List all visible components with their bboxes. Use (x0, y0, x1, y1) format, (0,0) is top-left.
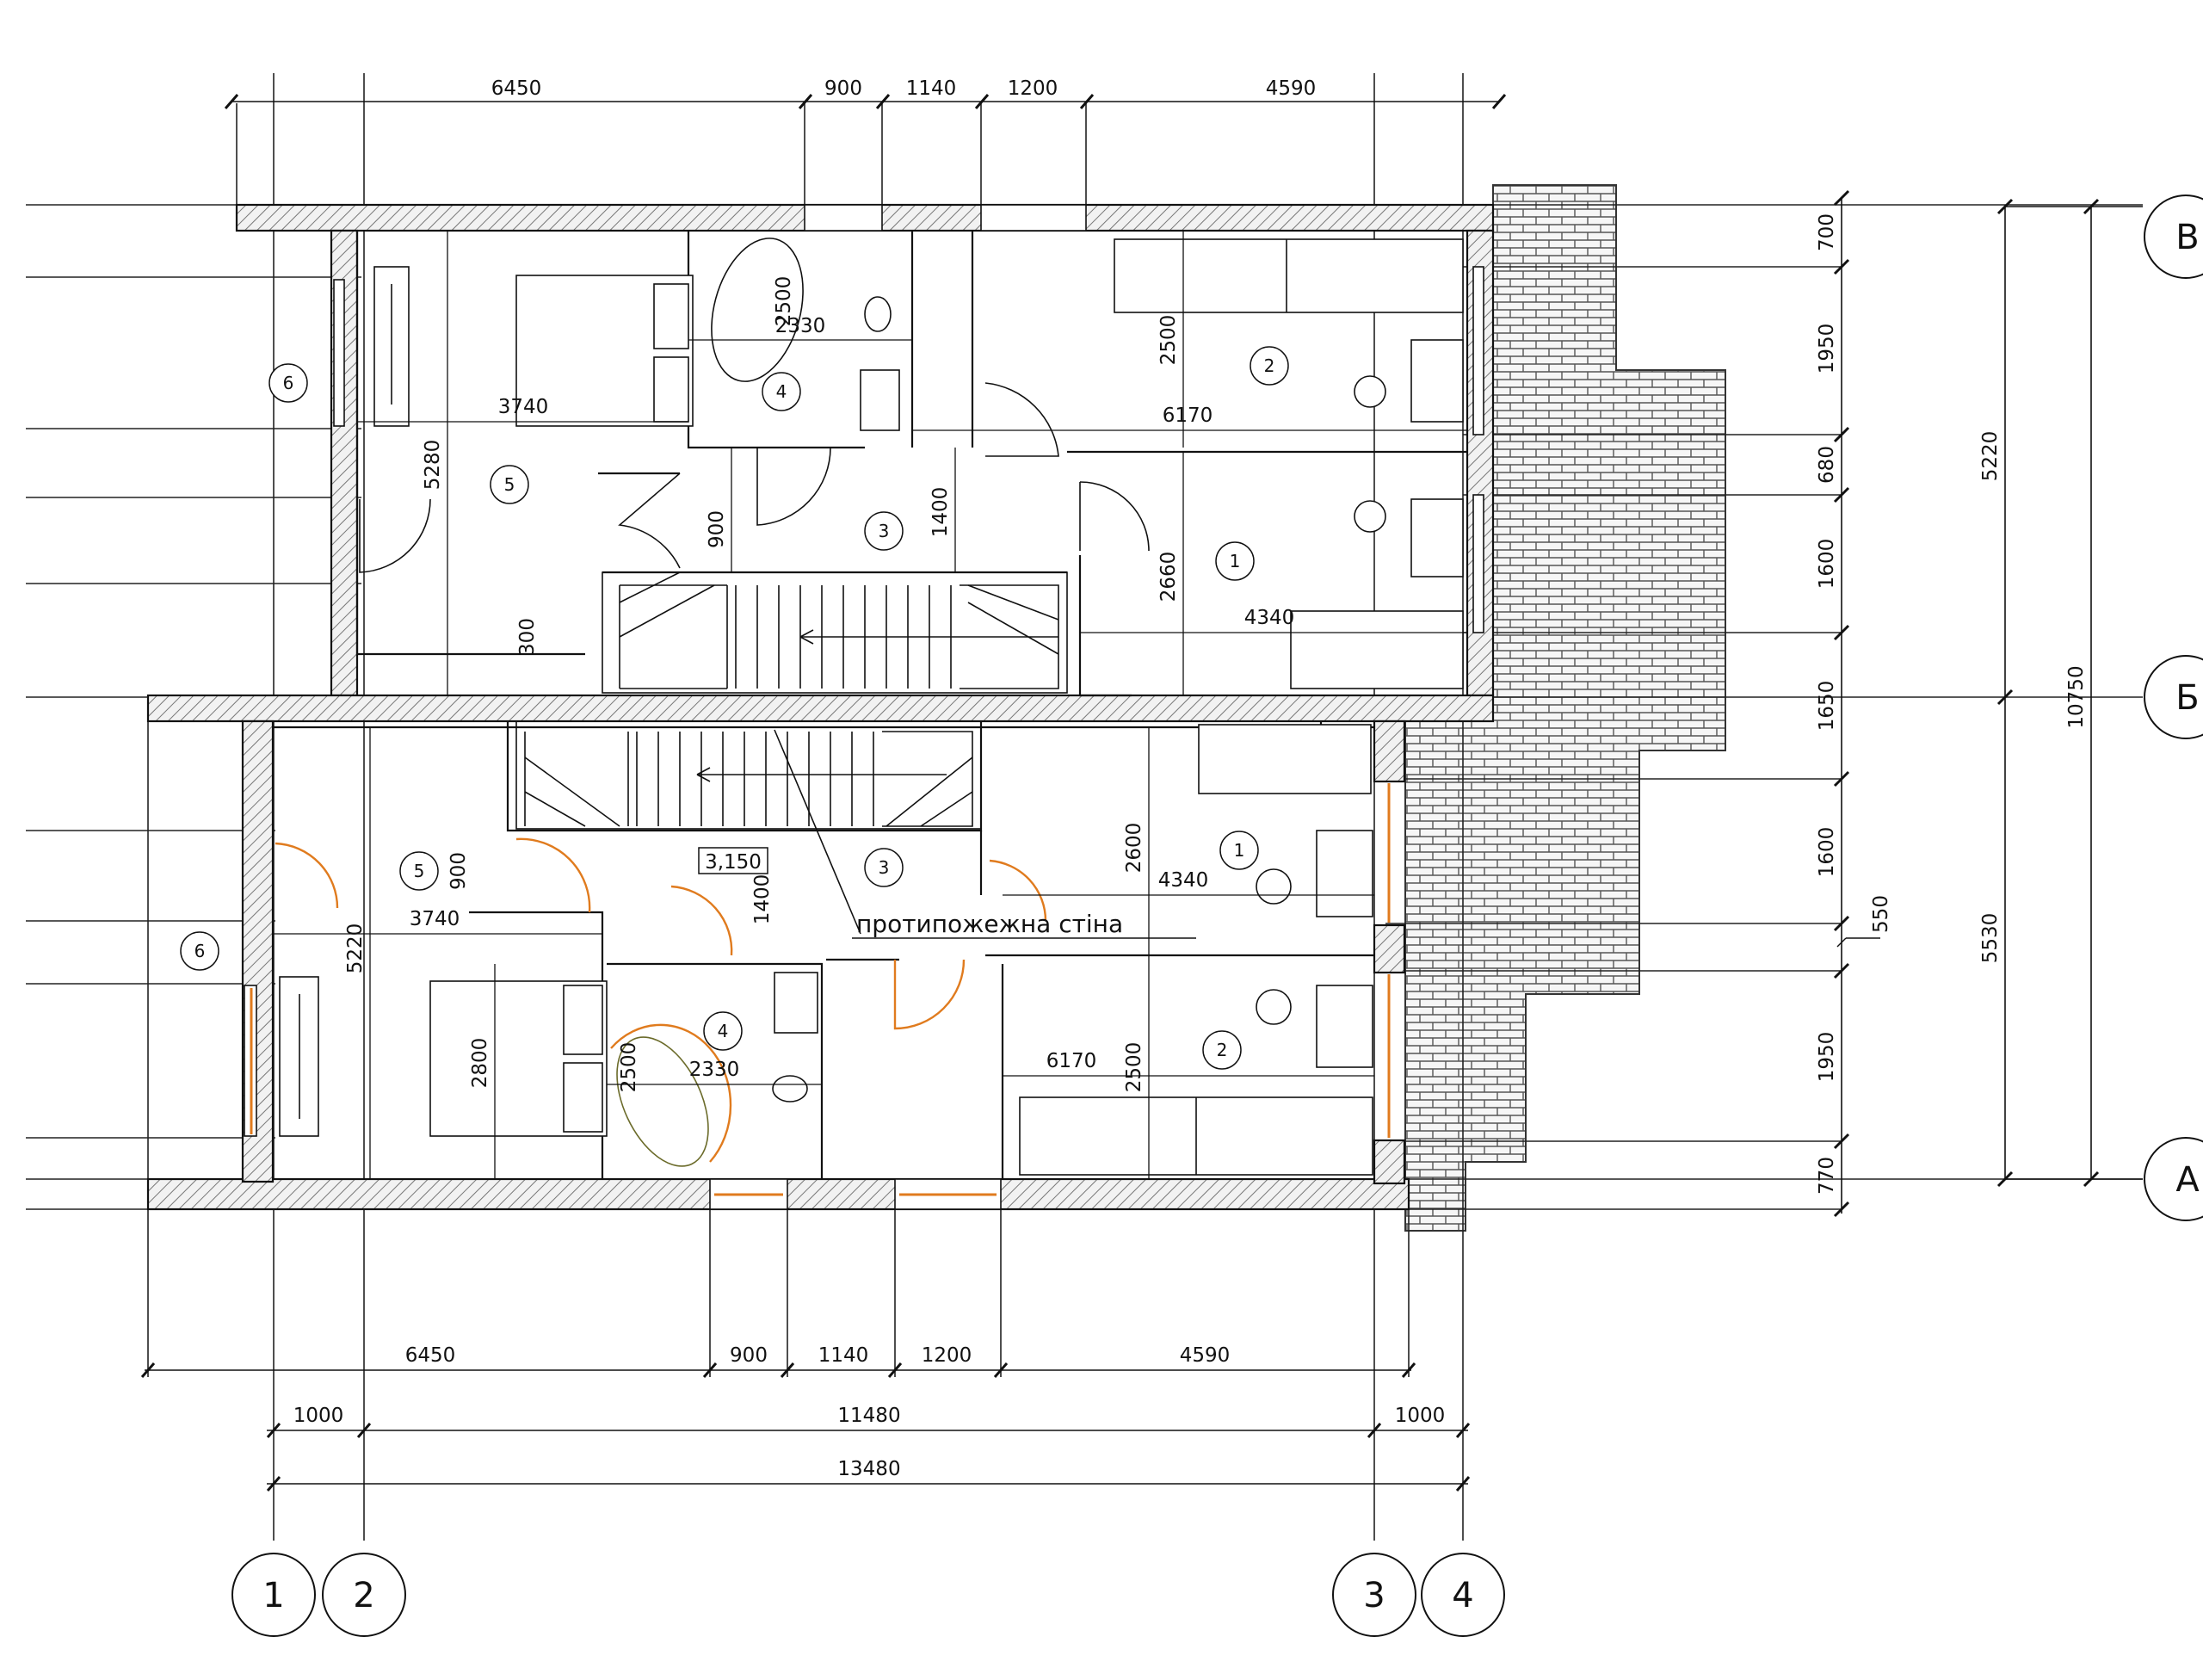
room-label-lower-1: 1 (1234, 840, 1245, 861)
dim-low-10: 6170 (1046, 1050, 1097, 1072)
dim-right-7: 1950 (1816, 1032, 1838, 1083)
dim-low-8: 2600 (1123, 823, 1145, 874)
furniture (279, 238, 1464, 1176)
dim-up-7: 900 (706, 510, 728, 548)
dim-up-2: 5280 (422, 440, 444, 491)
slope-note-text: 550 (1870, 895, 1892, 933)
room-label-upper-4: 4 (776, 381, 787, 402)
dim-low-11: 2500 (1123, 1042, 1145, 1093)
bottom-dimension-labels: 6450 900 1140 1200 4590 1000 11480 1000 … (293, 1344, 1446, 1480)
dim-up-11: 4340 (1244, 607, 1295, 629)
dim-up-10: 2660 (1157, 552, 1180, 602)
doors-upper (359, 382, 1150, 573)
dim-low-7: 1400 (751, 874, 774, 925)
interior-dimension-lines (273, 231, 1467, 1179)
dim-low-6: 2330 (689, 1059, 740, 1081)
axis-label-4: 4 (1452, 1576, 1473, 1615)
dim-top-2: 900 (824, 77, 862, 100)
dim-overall-width: 13480 (837, 1458, 900, 1480)
axis-label-2: 2 (353, 1576, 374, 1615)
dim-up-6: 2500 (1157, 315, 1180, 366)
axis-bubbles (231, 195, 2203, 1637)
dim-bottom-5: 4590 (1180, 1344, 1231, 1367)
dim-top-3: 1140 (906, 77, 957, 100)
dim-bottom-2: 900 (730, 1344, 768, 1367)
dim-axis-1: 1000 (293, 1405, 344, 1427)
room-label-lower-5: 5 (414, 861, 425, 881)
axis-label-1: 1 (262, 1576, 284, 1615)
axis-grid-lines (26, 73, 2143, 1541)
slope-note: 550 (1836, 895, 1892, 948)
room-label-upper-5: 5 (504, 474, 515, 495)
dim-right-3: 680 (1816, 446, 1838, 484)
upper-interior-dimension-labels: 3740 5280 2330 2500 6170 2500 900 1400 3… (422, 276, 1294, 656)
axis-label-B: Б (2175, 678, 2199, 718)
dim-up-4: 2500 (773, 276, 795, 327)
dim-up-9: 300 (516, 618, 539, 656)
dim-low-9: 4340 (1158, 869, 1209, 892)
right-dimension-labels: 700 1950 680 1600 1650 1600 1950 770 522… (1816, 213, 2088, 1195)
level-mark-text: 3,150 (705, 851, 762, 874)
room-label-lower-3: 3 (879, 857, 890, 878)
fire-wall-label: протипожежна стіна (856, 910, 1123, 938)
dim-top-5: 4590 (1266, 77, 1317, 100)
dim-up-1: 3740 (498, 396, 549, 418)
dim-up-3: 2330 (775, 315, 826, 337)
dim-up-5: 6170 (1163, 405, 1213, 427)
dimension-lines (140, 94, 2143, 1492)
dim-right-overall: 10750 (2065, 665, 2088, 728)
room-label-upper-1: 1 (1230, 551, 1241, 571)
room-label-lower-6: 6 (194, 941, 206, 961)
dim-bottom-4: 1200 (922, 1344, 972, 1367)
dim-right-4: 1600 (1816, 539, 1838, 590)
axis-label-V: В (2175, 218, 2199, 257)
dim-axis-3: 1000 (1395, 1405, 1446, 1427)
dim-right-1: 700 (1816, 213, 1838, 251)
axis-label-A: А (2175, 1160, 2200, 1200)
room-markers-upper (268, 346, 1289, 581)
room-label-upper-2: 2 (1264, 355, 1275, 376)
room-label-lower-2: 2 (1217, 1040, 1228, 1060)
dim-right-8: 770 (1816, 1157, 1838, 1195)
dim-axes-upper: 5220 (1979, 431, 2002, 482)
room-markers-lower (180, 831, 1259, 1070)
window-glazing-accent (250, 783, 1391, 1196)
lower-interior-dimension-labels: 900 3740 5220 2800 2500 2330 1400 2600 4… (344, 823, 1208, 1093)
dim-low-1: 900 (447, 852, 470, 890)
dim-up-8: 1400 (929, 487, 952, 538)
dim-low-4: 2800 (469, 1038, 491, 1089)
axis-label-3: 3 (1363, 1576, 1385, 1615)
room-label-upper-6: 6 (283, 373, 294, 393)
axis-bubble-labels: 1 2 3 4 В Б А (262, 218, 2200, 1615)
dim-bottom-3: 1140 (818, 1344, 869, 1367)
dim-low-3: 5220 (344, 923, 367, 974)
room-labels-lower: 5 6 4 3 1 2 (194, 840, 1245, 1060)
windows (244, 204, 1484, 1210)
dim-right-5: 1650 (1816, 681, 1838, 732)
level-mark: 3,150 (698, 847, 768, 874)
room-label-lower-4: 4 (718, 1021, 729, 1041)
dim-top-1: 6450 (491, 77, 542, 100)
dim-right-6: 1600 (1816, 827, 1838, 878)
room-labels-upper: 6 5 4 3 2 1 (283, 355, 1275, 571)
dim-axis-2: 11480 (837, 1405, 900, 1427)
dim-low-2: 3740 (410, 908, 460, 930)
walls (146, 203, 1495, 1211)
dim-bottom-1: 6450 (405, 1344, 456, 1367)
stairs (515, 571, 1068, 935)
top-dimension-labels: 6450 900 1140 1200 4590 (491, 77, 1317, 100)
dim-axes-lower: 5530 (1979, 913, 2002, 964)
dim-right-2: 1950 (1816, 324, 1838, 374)
room-label-upper-3: 3 (879, 521, 890, 541)
doors-lower (275, 837, 1047, 1163)
dim-top-4: 1200 (1008, 77, 1058, 100)
dim-low-5: 2500 (618, 1042, 640, 1093)
